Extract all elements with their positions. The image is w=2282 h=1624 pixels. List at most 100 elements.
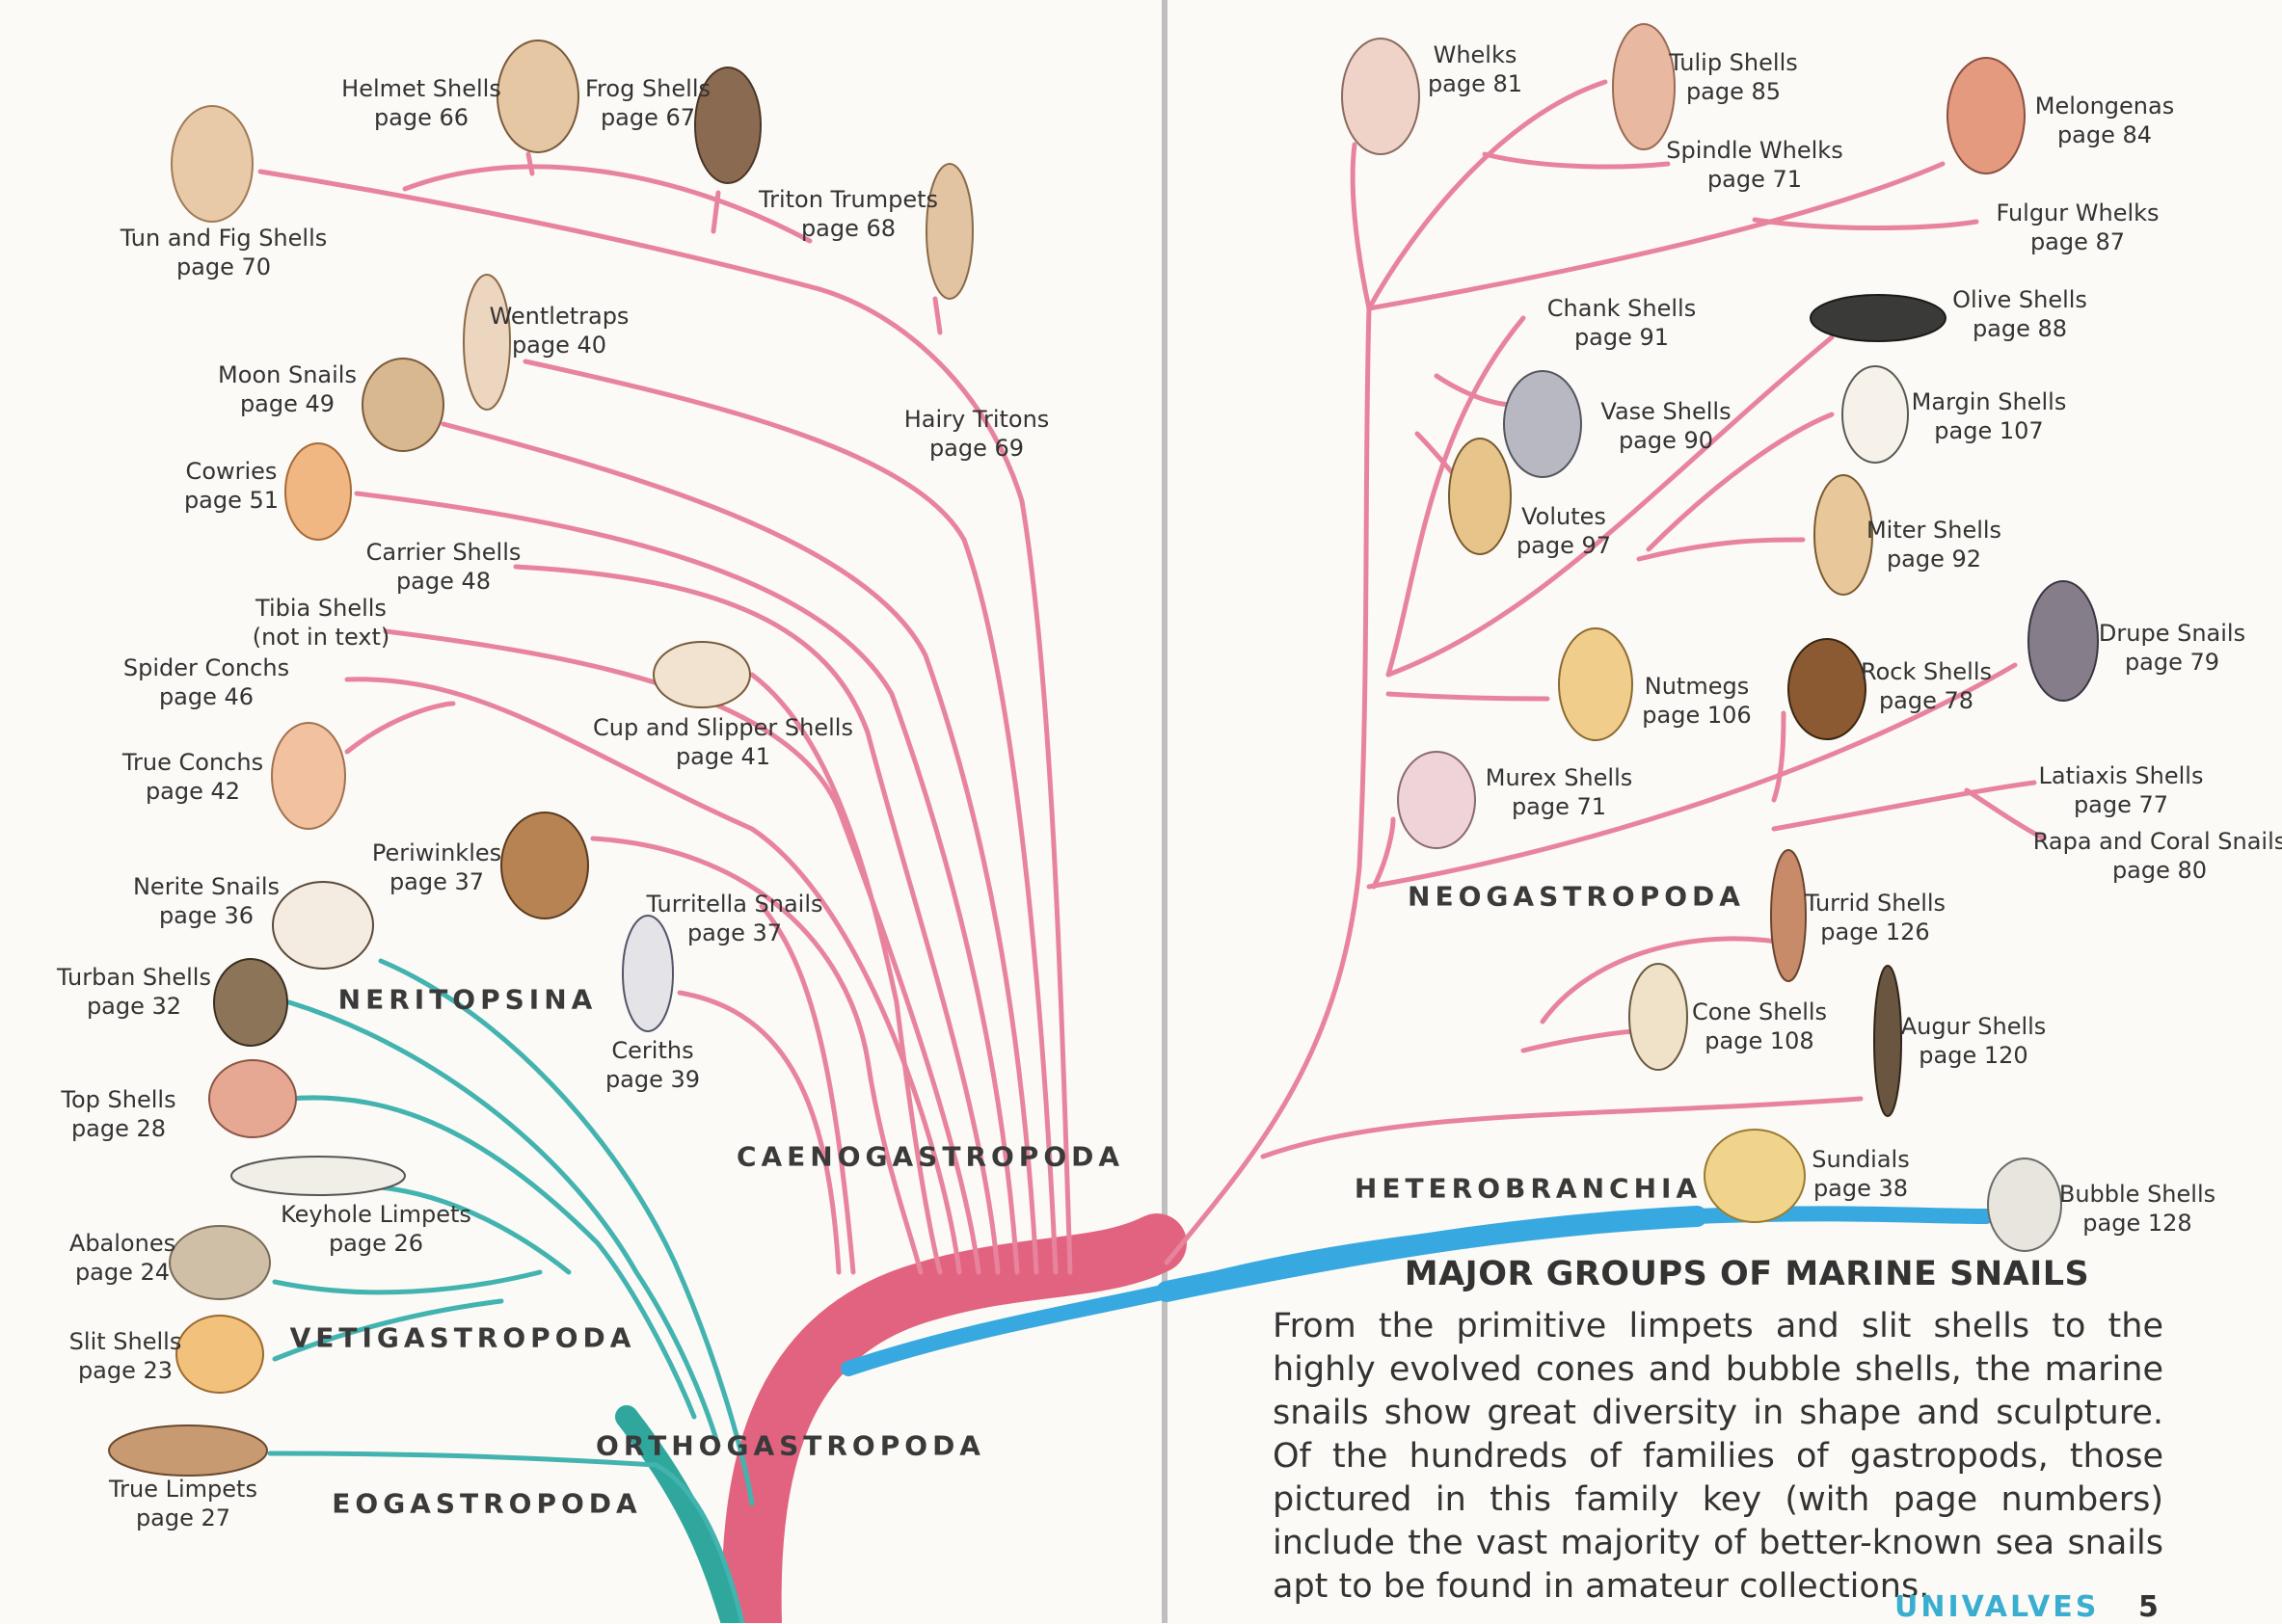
keyhole-shell-icon: [230, 1156, 406, 1196]
branch-cowries: [354, 491, 1020, 1275]
branch-drupe: [1366, 662, 2018, 890]
branch-chank: [1385, 315, 1526, 678]
group-heterobranchia: HETEROBRANCHIA: [1354, 1172, 1703, 1205]
caption-title: MAJOR GROUPS OF MARINE SNAILS: [1404, 1255, 2090, 1293]
branch-triton: [932, 296, 943, 335]
wentletrap-shell-icon: [463, 274, 511, 411]
page-gutter: [1162, 0, 1168, 1623]
cone-shell-icon: [1628, 963, 1688, 1071]
margin-shell-icon: [1841, 365, 1909, 464]
heterobranchia-stem: [1156, 1206, 1707, 1302]
branch-margin: [1646, 412, 1835, 552]
branch-keyhole: [378, 1185, 572, 1275]
tulip-shell-icon: [1612, 23, 1676, 150]
page-number: 5: [2138, 1590, 2159, 1624]
branch-nutmeg: [1385, 691, 1550, 702]
branch-moon: [441, 421, 1039, 1275]
triton-shell-icon: [926, 163, 974, 300]
rock-shell-icon: [1787, 638, 1866, 740]
branch-slit: [272, 1298, 504, 1362]
group-neritopsina: NERITOPSINA: [337, 983, 598, 1016]
cup-shell-icon: [653, 641, 751, 708]
group-eogastropoda: EOGASTROPODA: [332, 1487, 642, 1520]
branch-cone-group: [1260, 1096, 1864, 1159]
abalone-shell-icon: [169, 1225, 271, 1300]
cowrie-shell-icon: [284, 442, 352, 541]
limpet-shell-icon: [108, 1424, 268, 1477]
frog-shell-icon: [694, 67, 762, 184]
chank-shell-icon: [1503, 370, 1582, 478]
branch-latiaxis: [1771, 780, 2037, 832]
branch-periwinkles: [590, 836, 924, 1275]
top-shell-icon: [208, 1059, 297, 1138]
branch-cone2: [1520, 1028, 1642, 1053]
branch-nerite: [378, 958, 755, 1506]
branch-top: [286, 1095, 697, 1420]
branch-melongenas: [1366, 161, 1946, 311]
trunk-branch: [721, 1213, 1187, 1623]
group-vetigastropoda: VETIGASTROPODA: [289, 1321, 636, 1354]
branch-spider: [344, 677, 962, 1275]
family-tibia: Tibia Shells(not in text): [252, 595, 390, 651]
caption-body: From the primitive limpets and slit shel…: [1273, 1307, 2163, 1606]
turrid-shell-icon: [1770, 849, 1807, 982]
branch-ceriths: [677, 990, 842, 1275]
conch-shell-icon: [271, 722, 346, 830]
branch-conch: [344, 701, 456, 755]
miter-shell-icon: [1813, 474, 1873, 596]
periwinkle-shell-icon: [500, 812, 589, 919]
branch-rapa: [1964, 787, 2047, 841]
branch-rock: [1771, 710, 1786, 803]
branch-tibia: [383, 628, 981, 1275]
group-neogastropoda: NEOGASTROPODA: [1408, 880, 1745, 913]
branch-carrier: [513, 564, 1001, 1275]
group-orthogastropoda: ORTHOGASTROPODA: [596, 1429, 985, 1462]
branch-whelks: [1350, 142, 1372, 311]
bubble-shell-icon: [1987, 1158, 2062, 1252]
branch-wentletraps: [523, 359, 1059, 1275]
branch-abalones: [272, 1269, 543, 1295]
turban-shell-icon: [213, 958, 288, 1047]
branch-helmet: [257, 169, 1073, 1275]
murex-shell-icon: [1397, 751, 1476, 849]
neo-trunk: [1164, 306, 1372, 1265]
branch-miter: [1636, 537, 1806, 562]
trunk-lower-teal: [615, 1405, 744, 1623]
olive-shell-icon: [1810, 294, 1946, 342]
branch-turban: [286, 999, 721, 1449]
